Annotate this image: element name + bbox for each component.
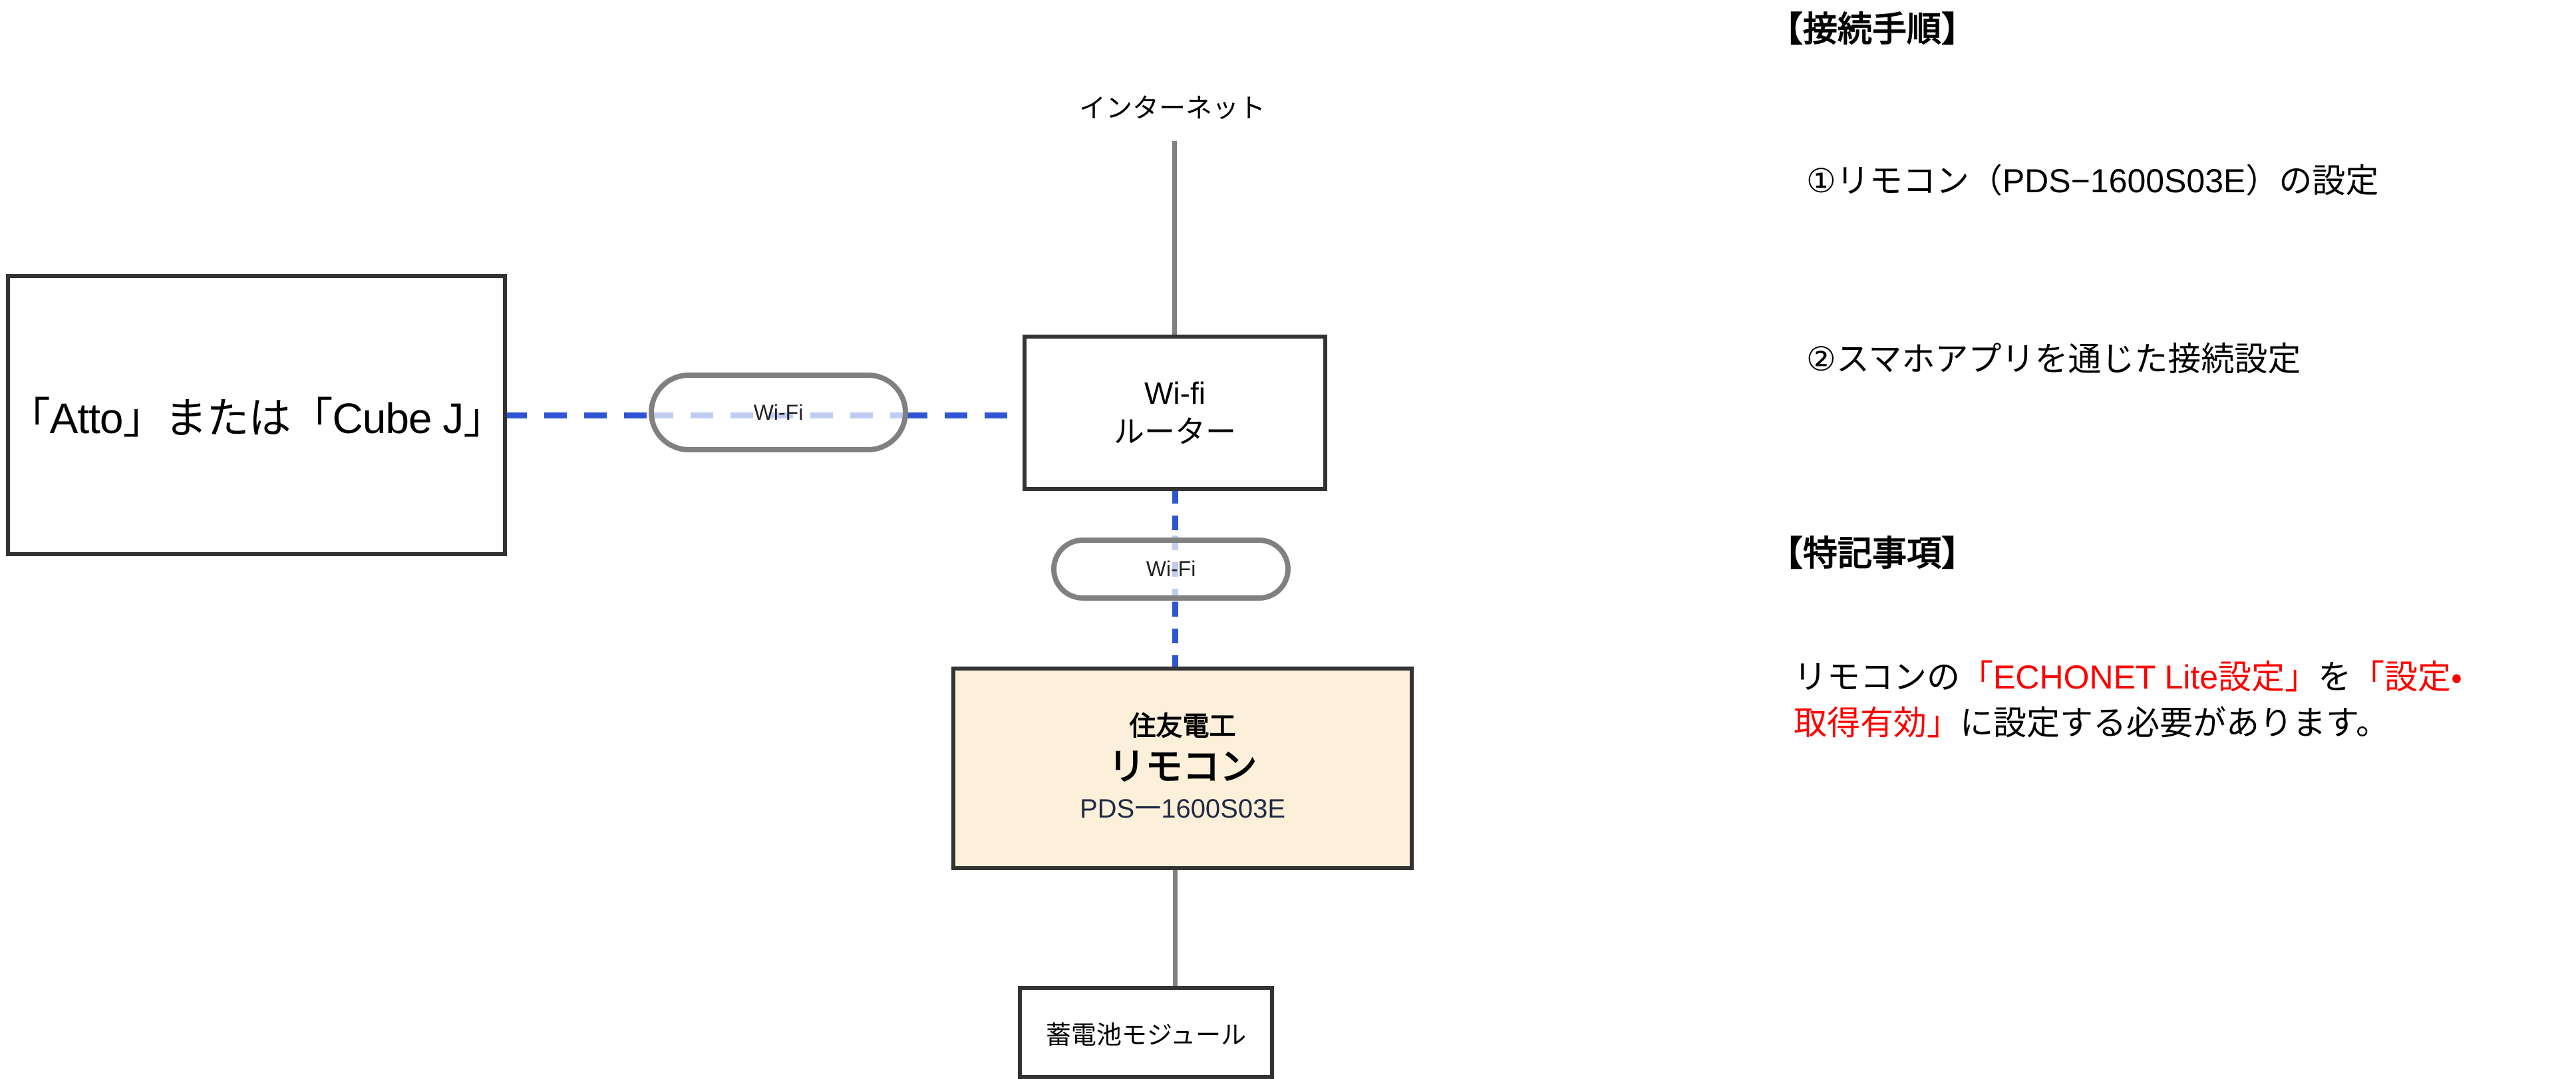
node-wifi-router[interactable]: Wi-fi ルーター [1023,335,1327,491]
node-wifi-router-label-line1: Wi-fi [1144,376,1206,410]
node-wifi-router-label-line2: ルーター [1114,414,1236,449]
remarks-text-part-3: を [2318,659,2352,696]
node-remote-controller-model: PDS一1600S03E [1079,794,1286,824]
node-remote-controller-title: リモコン [1108,746,1257,788]
remarks-text-highlight-1: 「ECHONET Lite設定」 [1960,659,2319,696]
procedure-step-1: ①リモコン（PDS−1600S03E）の設定 [1806,162,2379,200]
internet-label: インターネット [1079,94,1265,123]
connector-remote-to-battery [1173,868,1178,988]
wifi-link-badge-1-label: Wi-Fi [753,400,804,424]
remarks-text-highlight-2: 「設定・取得有効」 [1794,659,2463,742]
node-battery-module[interactable]: 蓄電池モジュール [1018,986,1274,1079]
connector-wifi-pill-to-router [905,412,1026,418]
connector-client-to-wifi-pill [504,412,652,418]
node-client-device[interactable]: 「Atto」または「Cube J」 [6,274,507,556]
wifi-link-badge-1: Wi-Fi [649,373,908,452]
connector-router-to-wifi-pill-2 [1172,489,1178,536]
wifi-link-badge-2-label: Wi-Fi [1146,557,1196,581]
remarks-paragraph: リモコンの「ECHONET Lite設定」を「設定・取得有効」に設定する必要があ… [1794,655,2466,746]
heading-connection-procedure: 【接続手順】 [1768,11,1977,49]
node-remote-controller-vendor: 住友電工 [1129,712,1236,741]
notes-panel: 【接続手順】 ①リモコン（PDS−1600S03E）の設定 ②スマホアプリを通じ… [1768,0,2576,1079]
connector-internet-to-router [1172,141,1177,337]
wifi-link-badge-2: Wi-Fi [1051,538,1291,601]
connector-wifi-pill-2-to-remote [1172,602,1178,669]
remarks-text-part-5: に設定する必要があります。 [1960,704,2389,742]
node-client-device-label: 「Atto」または「Cube J」 [7,394,506,442]
node-battery-module-label: 蓄電池モジュール [1045,1021,1247,1050]
node-remote-controller[interactable]: 住友電工 リモコン PDS一1600S03E [951,667,1414,870]
heading-special-remarks: 【特記事項】 [1768,535,1977,573]
procedure-step-2: ②スマホアプリを通じた接続設定 [1806,341,2301,378]
remarks-text-part-1: リモコンの [1794,659,1960,696]
